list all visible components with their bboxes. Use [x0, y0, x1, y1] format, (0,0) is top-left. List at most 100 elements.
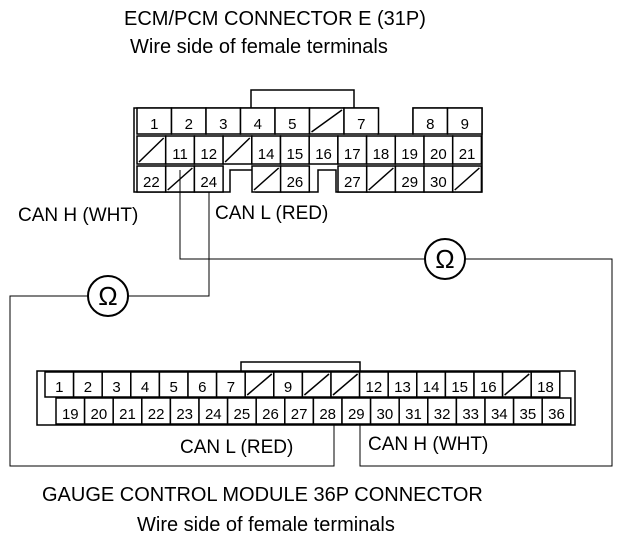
pin-number: 11: [172, 146, 188, 163]
pin-number: 28: [319, 406, 336, 423]
pin-number: 19: [401, 146, 418, 163]
pin-number: 4: [141, 379, 149, 396]
gauge-pin: 24: [198, 397, 229, 425]
pin-number: 9: [284, 379, 292, 396]
ecm-pin: 1: [136, 107, 173, 135]
gauge-connector-title: GAUGE CONTROL MODULE 36P CONNECTOR: [42, 484, 483, 506]
pin-number: 13: [394, 379, 411, 396]
pin-number: 14: [258, 146, 275, 163]
pin-number: 16: [315, 146, 332, 163]
ecm-pin: 8: [412, 107, 449, 135]
gauge-pin: 30: [369, 397, 400, 425]
pin-number: 15: [451, 379, 468, 396]
ecm-pin: 7: [343, 107, 380, 135]
gauge-pin: 35: [512, 397, 543, 425]
pin-number: 35: [520, 406, 537, 423]
ecm-pin: 27: [337, 165, 368, 193]
gauge-pin: 36: [541, 397, 572, 425]
ecm-pin: 16: [308, 135, 339, 165]
pin-number: 9: [461, 116, 469, 133]
gauge-pin: 28: [312, 397, 343, 425]
ecm-pin: 15: [279, 135, 310, 165]
gauge-pin: 7: [215, 371, 246, 398]
ecm-pin: 9: [446, 107, 483, 135]
can-l-wire-left: [9, 295, 335, 467]
ecm-pin: 5: [274, 107, 311, 135]
pin-number: 7: [227, 379, 235, 396]
pin-number: 12: [366, 379, 383, 396]
pin-number: 26: [287, 174, 304, 191]
ohm-icon: Ω: [98, 281, 117, 311]
pin-number: 29: [401, 174, 418, 191]
gauge-can-l-label: CAN L (RED): [180, 437, 293, 458]
ecm-pin: 12: [193, 135, 224, 165]
pin-number: 36: [548, 406, 565, 423]
pin-number: 5: [170, 379, 178, 396]
gauge-pin: 1: [44, 371, 75, 398]
pin-number: 31: [405, 406, 422, 423]
pin-number: 23: [176, 406, 193, 423]
ecm-pin: [451, 165, 483, 193]
gauge-connector-subtitle: Wire side of female terminals: [137, 514, 395, 536]
gauge-connector-latch: [240, 361, 361, 371]
pin-number: 27: [291, 406, 308, 423]
pin-number: 8: [426, 116, 434, 133]
ecm-pin: 21: [451, 135, 483, 165]
gauge-pin: 12: [358, 371, 389, 398]
ecm-pin: [365, 165, 397, 193]
gauge-pin: 19: [55, 397, 86, 425]
ohmmeter-left: Ω: [87, 275, 129, 317]
ecm-pin: 24: [193, 165, 224, 193]
pin-number: 14: [423, 379, 440, 396]
can-h-wire-right: [359, 258, 613, 467]
ecm-pin: 26: [279, 165, 311, 193]
ecm-connector-subtitle: Wire side of female terminals: [130, 36, 388, 58]
gauge-pin: 21: [112, 397, 143, 425]
gauge-pin: 18: [530, 371, 561, 398]
pin-number: 19: [62, 406, 79, 423]
pin-number: 3: [112, 379, 120, 396]
gauge-pin: 13: [387, 371, 418, 398]
ecm-pin: 18: [365, 135, 397, 165]
pin-number: 18: [373, 146, 390, 163]
pin-number: 20: [91, 406, 108, 423]
gauge-pin: 20: [83, 397, 114, 425]
pin-number: 3: [219, 116, 227, 133]
gauge-pin: 32: [427, 397, 458, 425]
ecm-connector-latch: [250, 89, 355, 108]
gauge-pin: 23: [169, 397, 200, 425]
gauge-pin: 9: [273, 371, 304, 398]
pin-number: 1: [150, 116, 158, 133]
pin-number: 26: [262, 406, 279, 423]
ecm-connector-housing: [133, 107, 483, 193]
pin-number: 6: [198, 379, 206, 396]
gauge-pin: 4: [130, 371, 161, 398]
ecm-pin: 2: [170, 107, 207, 135]
ecm-pin: 4: [239, 107, 276, 135]
gauge-pin: 25: [226, 397, 257, 425]
gauge-pin: 29: [341, 397, 372, 425]
pin-number: 4: [254, 116, 262, 133]
pin-number: 33: [462, 406, 479, 423]
can-h-wire: [179, 170, 425, 260]
gauge-pin: 15: [444, 371, 475, 398]
gauge-pin: 26: [255, 397, 286, 425]
gauge-pin: [244, 371, 275, 398]
gauge-pin: 5: [158, 371, 189, 398]
pin-number: 1: [55, 379, 63, 396]
pin-number: 5: [288, 116, 296, 133]
pin-number: 30: [377, 406, 394, 423]
pin-number: 12: [200, 146, 217, 163]
pin-number: 27: [344, 174, 361, 191]
pin-number: 18: [537, 379, 554, 396]
pin-number: 32: [434, 406, 451, 423]
ecm-pin: [308, 107, 345, 135]
pin-number: 20: [430, 146, 447, 163]
pin-number: 34: [491, 406, 508, 423]
ecm-can-l-label: CAN L (RED): [215, 203, 328, 224]
pin-number: 16: [480, 379, 497, 396]
gauge-pin: 33: [455, 397, 486, 425]
